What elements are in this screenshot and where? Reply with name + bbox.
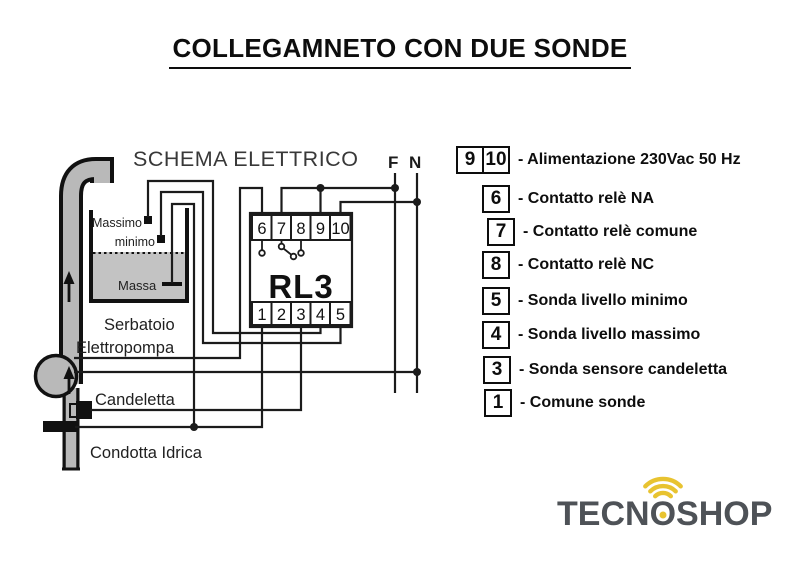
legend-row: 6 - Contatto relè NA <box>456 185 654 213</box>
legend-label: - Sonda livello minimo <box>518 292 688 309</box>
wire-common-1 <box>75 327 264 429</box>
neutral-label: N <box>409 153 421 172</box>
pump-body <box>33 353 79 399</box>
terminal-2: 2 <box>277 306 286 324</box>
arrow-head-icon <box>63 366 75 379</box>
legend-terminal-4: 4 <box>482 321 510 349</box>
probe-minimo-tip <box>157 235 165 243</box>
tank <box>89 208 189 303</box>
legend-label: - Contatto relè NA <box>518 190 654 207</box>
label-candeletta: Candeletta <box>95 391 176 409</box>
schematic-heading: SCHEMA ELETTRICO <box>133 147 358 171</box>
legend-row: 1 - Comune sonde <box>456 389 645 417</box>
flow-up-arrow <box>63 271 75 394</box>
wire-massa <box>170 202 196 427</box>
relay-block: 6 7 8 9 10 1 2 3 4 5 RL3 <box>248 211 354 329</box>
legend-terminal-8: 8 <box>482 251 510 279</box>
legend-terminal-5: 5 <box>482 287 510 315</box>
legend-terminal-9: 9 <box>456 146 484 174</box>
tank-walls <box>89 208 189 303</box>
wire-massimo-4 <box>146 179 322 335</box>
legend-row: 3 - Sonda sensore candeletta <box>456 356 727 384</box>
logo-letter-o: O <box>642 476 683 531</box>
terminal-8: 8 <box>296 220 305 238</box>
wire-7-phase <box>280 186 395 213</box>
terminal-5: 5 <box>336 306 345 324</box>
label-elettropompa: Elettropompa <box>76 339 175 357</box>
legend-row: 4 - Sonda livello massimo <box>456 321 700 349</box>
wires <box>74 173 419 429</box>
riser-pipe <box>63 161 110 384</box>
candeletta-sensor <box>76 401 92 419</box>
legend-label: - Alimentazione 230Vac 50 Hz <box>518 151 741 168</box>
logo-center-dot <box>659 511 667 519</box>
legend-terminal-1: 1 <box>484 389 512 417</box>
relay-contact-symbol <box>258 240 305 261</box>
wire-6-pump <box>74 186 264 360</box>
legend-row: 9 10 - Alimentazione 230Vac 50 Hz <box>456 146 741 174</box>
terminal-1: 1 <box>257 306 266 324</box>
legend-label: - Contatto relè comune <box>523 223 698 240</box>
relay-label: RL3 <box>268 268 333 305</box>
label-massimo: Massimo <box>92 216 142 230</box>
junction-dots <box>190 184 421 431</box>
label-serbatoio: Serbatoio <box>104 316 175 334</box>
water-pipe <box>59 157 114 471</box>
probe-massimo-tip <box>144 216 152 224</box>
terminal-boxes <box>251 214 352 326</box>
wire-10-neutral <box>339 200 417 213</box>
pipe-clamp <box>43 421 77 432</box>
label-condotta-idrica: Condotta Idrica <box>90 444 203 462</box>
terminal-legend: 9 10 - Alimentazione 230Vac 50 Hz 6 - Co… <box>456 146 786 436</box>
legend-label: - Sonda livello massimo <box>518 326 701 343</box>
terminal-4: 4 <box>316 306 325 324</box>
legend-terminal-6: 6 <box>482 185 510 213</box>
terminal-6: 6 <box>257 220 266 238</box>
legend-terminal-3: 3 <box>483 356 511 384</box>
label-minimo: minimo <box>115 235 155 249</box>
logo-text-left: TECN <box>557 495 650 533</box>
terminal-7: 7 <box>277 220 286 238</box>
label-massa: Massa <box>118 278 157 293</box>
terminal-3: 3 <box>296 306 305 324</box>
logo-text-right: SHOP <box>676 495 773 533</box>
legend-row: 8 - Contatto relè NC <box>456 251 654 279</box>
tecnoshop-logo: TECN O SHOP <box>557 476 773 533</box>
page-title-text: COLLEGAMNETO CON DUE SONDE <box>169 33 631 69</box>
wifi-signal-icon <box>642 476 683 499</box>
arrow-head-icon <box>63 271 75 284</box>
legend-label: - Comune sonde <box>520 394 646 411</box>
terminal-9: 9 <box>316 220 325 238</box>
wire-minimo-5 <box>159 190 342 345</box>
legend-terminal-10: 10 <box>482 146 510 174</box>
legend-row: 5 - Sonda livello minimo <box>456 287 688 315</box>
terminal-numbers: 6 7 8 9 10 1 2 3 4 5 <box>257 220 349 324</box>
legend-terminal-7: 7 <box>487 218 515 246</box>
terminal-10: 10 <box>331 220 349 238</box>
legend-label: - Sonda sensore candeletta <box>519 361 728 378</box>
wire-candeletta-3 <box>90 327 303 412</box>
page-title: COLLEGAMNETO CON DUE SONDE <box>0 33 800 69</box>
phase-label: F <box>388 153 398 172</box>
arrow-shaft <box>67 377 71 394</box>
tank-water <box>93 252 186 299</box>
legend-row: 7 - Contatto relè comune <box>456 218 697 246</box>
legend-label: - Contatto relè NC <box>518 256 654 273</box>
arrow-shaft <box>67 282 71 302</box>
